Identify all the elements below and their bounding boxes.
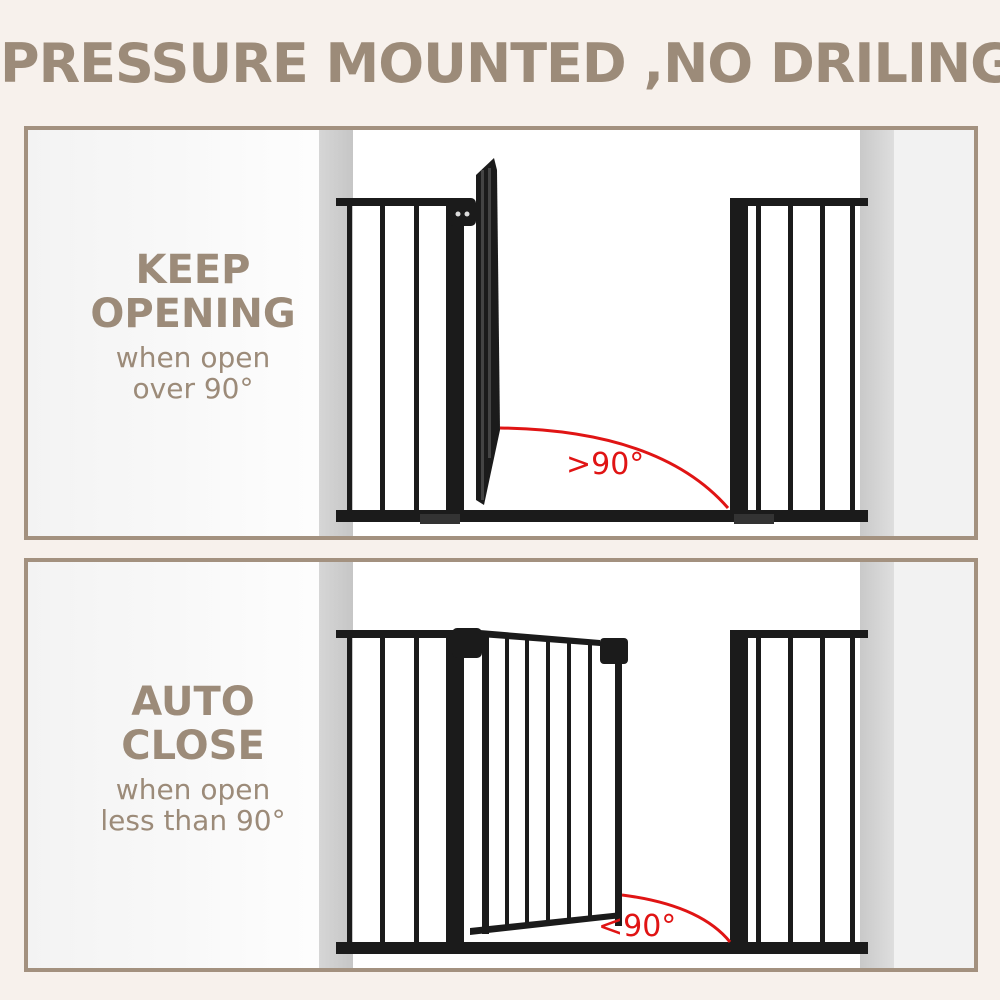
right-wall [860, 562, 894, 968]
right-wall [860, 130, 894, 536]
doorway [353, 562, 860, 968]
sub-line2: over 90° [132, 372, 254, 405]
heading-line2: CLOSE [121, 723, 265, 769]
right-area [894, 130, 974, 536]
auto-close-panel: AUTO CLOSE when open less than 90° [24, 558, 978, 972]
heading-line1: AUTO [131, 679, 255, 725]
angle-arc [621, 893, 732, 943]
angle-arc [499, 426, 730, 509]
gate-auto-close [336, 628, 868, 954]
angle-label: >90° [566, 447, 644, 482]
sub-line2: less than 90° [100, 804, 286, 837]
page-title: PRESSURE MOUNTED ,NO DRILING [0, 32, 1000, 95]
heading-line1: KEEP [135, 247, 251, 293]
right-area [894, 562, 974, 968]
keep-opening-label: KEEP OPENING when open over 90° [58, 248, 328, 404]
doorway [353, 130, 860, 536]
gate-open-wide [336, 158, 868, 524]
sub-line1: when open [115, 773, 271, 806]
sub-line1: when open [115, 341, 271, 374]
angle-label: <90° [598, 909, 676, 944]
auto-close-label: AUTO CLOSE when open less than 90° [58, 680, 328, 836]
heading-line2: OPENING [90, 291, 296, 337]
keep-opening-panel: KEEP OPENING when open over 90° [24, 126, 978, 540]
